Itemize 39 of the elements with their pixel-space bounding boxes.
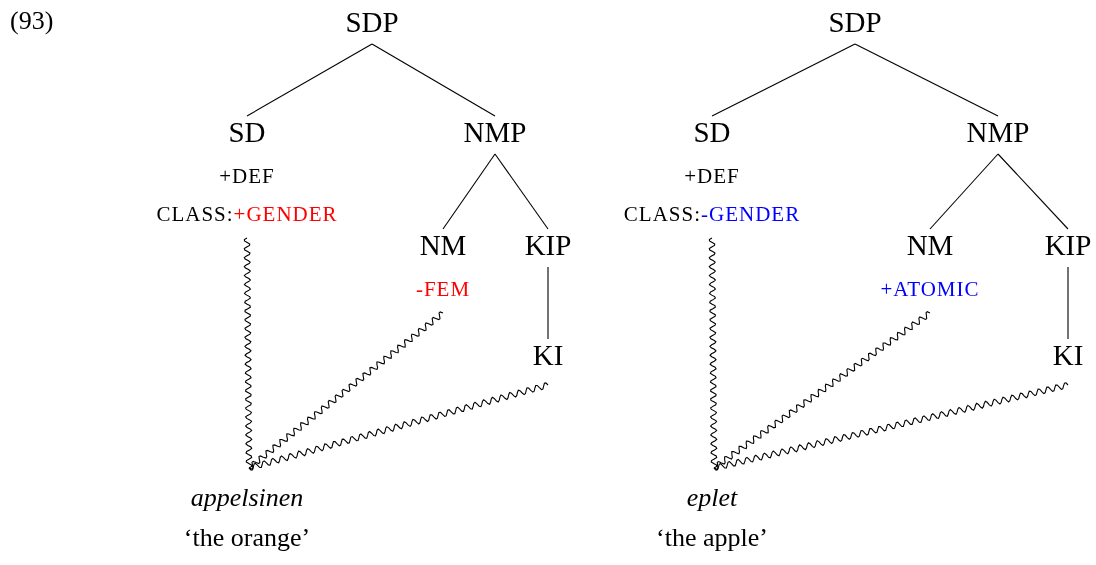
- wavy-line: [248, 382, 549, 471]
- feature-label: +DEF: [219, 164, 275, 188]
- tree-branch: [1067, 266, 1069, 340]
- wavy-line: [713, 382, 1069, 471]
- wavy-line: [248, 311, 444, 470]
- tree-branch: [711, 43, 856, 117]
- tree-branch: [246, 43, 373, 117]
- category-label: SD: [693, 115, 731, 150]
- example-word: appelsinen: [190, 482, 304, 514]
- category-label: KI: [532, 338, 564, 373]
- feature-label: -FEM: [415, 277, 471, 301]
- category-label: SDP: [828, 5, 882, 40]
- feature-label: CLASS:-GENDER: [623, 202, 801, 226]
- tree-branch: [997, 153, 1069, 230]
- gloss-text: ‘the orange’: [183, 522, 311, 554]
- category-label: NMP: [966, 115, 1030, 150]
- tree-branch: [929, 153, 999, 230]
- tree-branch: [547, 266, 549, 340]
- category-label: NM: [906, 228, 954, 263]
- category-label: NMP: [463, 115, 527, 150]
- category-label: KIP: [1044, 228, 1092, 263]
- tree-branch: [494, 153, 549, 230]
- tree-branch: [854, 43, 999, 117]
- wavy-line: [708, 237, 718, 469]
- category-label: SDP: [345, 5, 399, 40]
- feature-label: +ATOMIC: [880, 277, 980, 301]
- category-label: NM: [419, 228, 467, 263]
- tree-branch: [371, 43, 496, 117]
- wavy-line: [713, 311, 931, 470]
- example-word: eplet: [686, 482, 738, 514]
- feature-label: +DEF: [684, 164, 740, 188]
- gloss-text: ‘the apple’: [656, 522, 768, 554]
- tree-branch: [442, 153, 496, 230]
- wavy-line: [243, 237, 253, 469]
- category-label: KI: [1052, 338, 1084, 373]
- example-number: (93): [10, 6, 54, 36]
- category-label: KIP: [524, 228, 572, 263]
- feature-label: CLASS:+GENDER: [156, 202, 338, 226]
- category-label: SD: [228, 115, 266, 150]
